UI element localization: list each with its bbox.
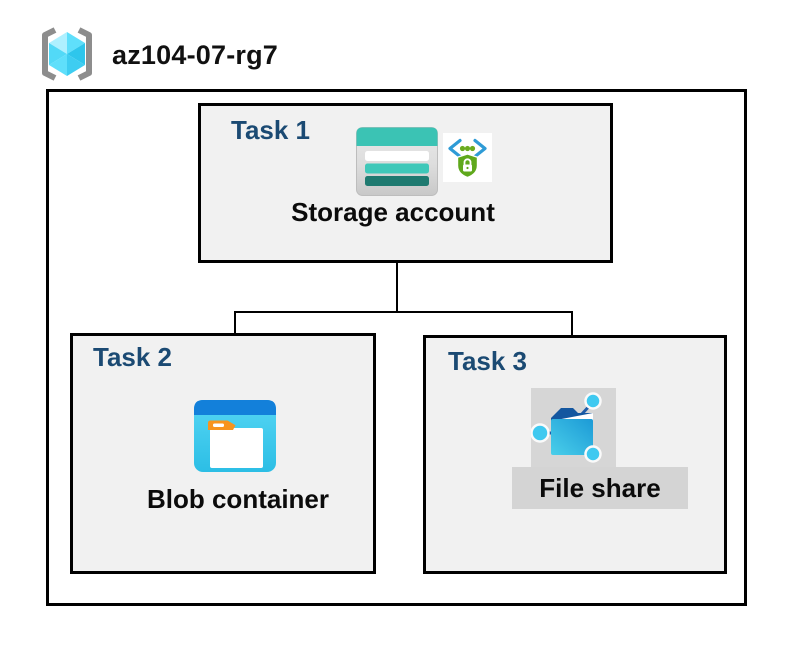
task1-label: Task 1 <box>231 115 311 145</box>
task3-label: Task 3 <box>448 346 528 376</box>
task2-label: Task 2 <box>93 342 173 372</box>
connector-horizontal <box>233 310 573 313</box>
file-share-label: File share <box>539 472 661 503</box>
connector-storage-stem <box>395 235 398 312</box>
resource-group-header <box>36 26 98 82</box>
file-share-icon <box>531 392 602 463</box>
storage-account-label: Storage account <box>291 197 495 227</box>
resource-group-name: az104-07-rg7 <box>112 40 278 70</box>
resource-group-icon <box>42 27 92 81</box>
file-share-icon-panel <box>531 388 616 467</box>
shared-access-signature-icon <box>443 133 492 182</box>
blob-container-label: Blob container <box>146 484 329 514</box>
task2-box: Task 2 <box>70 333 376 574</box>
blob-container-icon <box>194 400 276 472</box>
file-share-label-band: File share <box>512 467 688 509</box>
storage-account-icon <box>356 127 438 196</box>
